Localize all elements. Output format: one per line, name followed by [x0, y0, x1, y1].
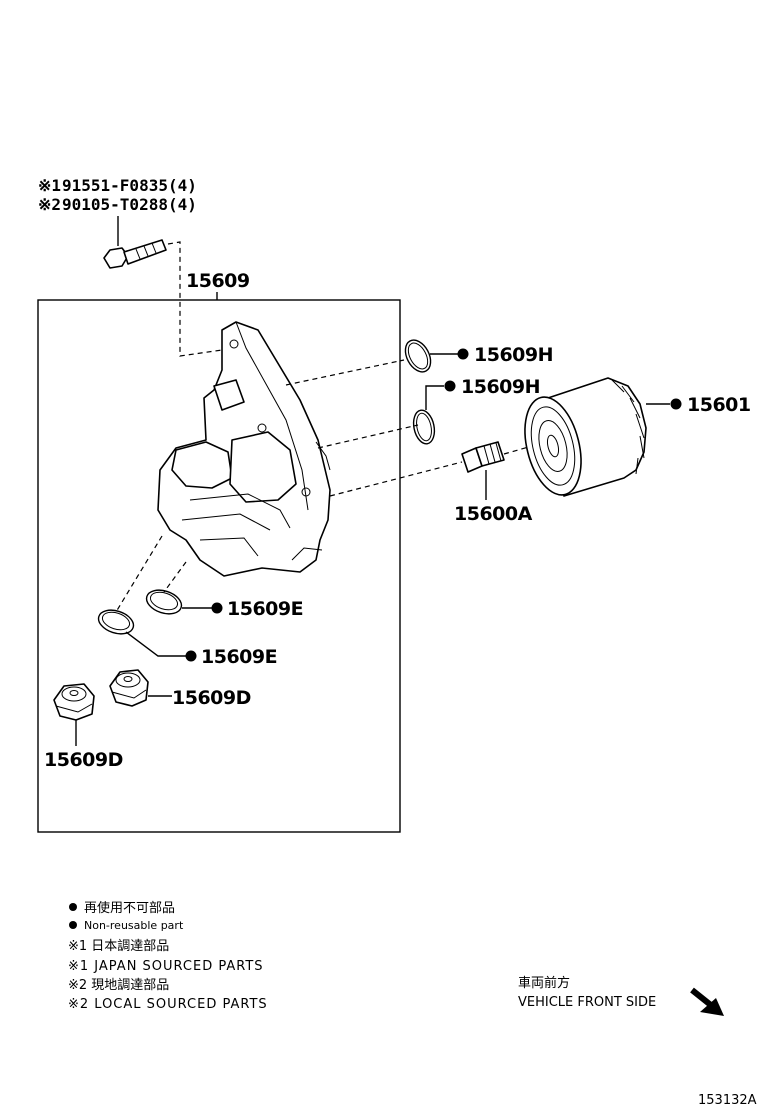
- diagram-code: 153132A: [698, 1093, 757, 1108]
- union-fitting: [461, 441, 505, 473]
- plug-right-part-number: 15609D: [172, 687, 251, 709]
- drain-plug-right: [109, 669, 149, 707]
- dash-to-gasket-upper: [163, 561, 187, 593]
- oring-upper: [404, 339, 432, 373]
- bolt-1-part-number: 91551-F0835(4): [62, 176, 197, 195]
- gasket-lower-part-number: 15609E: [201, 646, 277, 668]
- dash-to-gasket-lower: [115, 535, 163, 613]
- plug-left-part-number: 15609D: [44, 749, 123, 771]
- nonreusable-mark-icon: [670, 398, 682, 410]
- bolt-dash-line: [167, 241, 223, 357]
- gasket-upper: [145, 589, 183, 615]
- filter-part-number: 15601: [687, 394, 751, 416]
- dash-to-oring-upper: [285, 359, 405, 386]
- legend-note1-en: ※1 JAPAN SOURCED PARTS: [68, 959, 264, 974]
- dash-to-oring-lower: [317, 424, 419, 449]
- dash-to-union: [329, 461, 463, 497]
- assembly-frame: [37, 299, 401, 833]
- union-part-number: 15600A: [454, 503, 533, 525]
- legend-note1-jp: ※1 日本調達部品: [68, 939, 169, 954]
- nonreusable-mark-icon: [457, 348, 469, 360]
- legend-note2-en: ※2 LOCAL SOURCED PARTS: [68, 997, 268, 1012]
- nonreusable-mark-icon: [211, 602, 223, 614]
- bolt-2-mark: ※2: [38, 195, 61, 214]
- bolt-2-part-number: 90105-T0288(4): [62, 195, 197, 214]
- vehicle-front-jp: 車両前方: [518, 975, 570, 991]
- vehicle-front-en: VEHICLE FRONT SIDE: [518, 995, 656, 1010]
- oil-filter-bracket-housing: [157, 321, 331, 577]
- gasket-lower-leader: [125, 631, 186, 657]
- drain-plug-left: [53, 683, 95, 721]
- bolt: [103, 239, 167, 269]
- legend-nonreusable-jp: 再使用不可部品: [84, 900, 175, 916]
- dash-to-filter: [503, 445, 533, 455]
- legend-nonreusable-en: Non-reusable part: [84, 919, 184, 932]
- oring-lower: [412, 409, 436, 445]
- housing-part-number: 15609: [186, 270, 250, 292]
- oil-filter: [524, 377, 647, 497]
- bolt-1-mark: ※1: [38, 176, 61, 195]
- oring-lower-part-number: 15609H: [461, 376, 540, 398]
- legend-dot-icon: [69, 921, 77, 929]
- legend-note2-jp: ※2 現地調達部品: [68, 978, 169, 993]
- legend-dot-icon: [69, 903, 77, 911]
- gasket-lower: [97, 609, 135, 635]
- oring-upper-part-number: 15609H: [474, 344, 553, 366]
- nonreusable-mark-icon: [185, 650, 197, 662]
- oring-lower-leader: [425, 385, 444, 410]
- gasket-upper-part-number: 15609E: [227, 598, 303, 620]
- nonreusable-mark-icon: [444, 380, 456, 392]
- arrow-down-right-icon: [690, 987, 724, 1016]
